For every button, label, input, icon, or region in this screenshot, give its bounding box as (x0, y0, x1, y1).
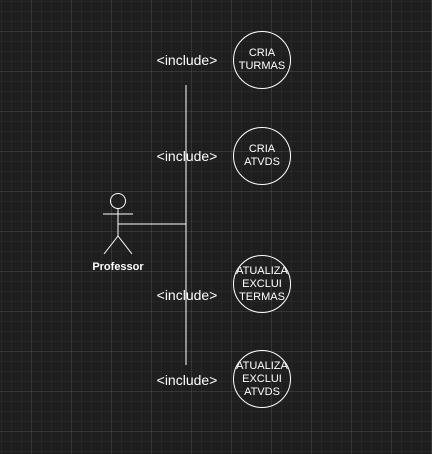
include-label-3: <include> (156, 287, 218, 303)
actor-stick-figure-icon[interactable] (103, 193, 133, 255)
use-case-cria-turmas[interactable]: CRIA TURMAS (233, 31, 291, 89)
include-label-2: <include> (156, 148, 218, 164)
use-case-atualiza-exclui-atvds[interactable]: ATUALIZA EXCLUI ATVDS (233, 350, 291, 408)
use-case-label: ATUALIZA EXCLUI ATVDS (236, 359, 288, 398)
actor-label: Professor (92, 261, 144, 273)
use-case-atualiza-exclui-termas[interactable]: ATUALIZA EXCLUI TERMAS (233, 255, 291, 313)
include-label-1: <include> (156, 52, 218, 68)
use-case-label: CRIA ATVDS (244, 143, 280, 168)
include-label-4: <include> (156, 372, 218, 388)
use-case-label: CRIA TURMAS (238, 47, 286, 72)
use-case-label: ATUALIZA EXCLUI TERMAS (236, 264, 288, 303)
use-case-cria-atvds[interactable]: CRIA ATVDS (233, 127, 291, 185)
